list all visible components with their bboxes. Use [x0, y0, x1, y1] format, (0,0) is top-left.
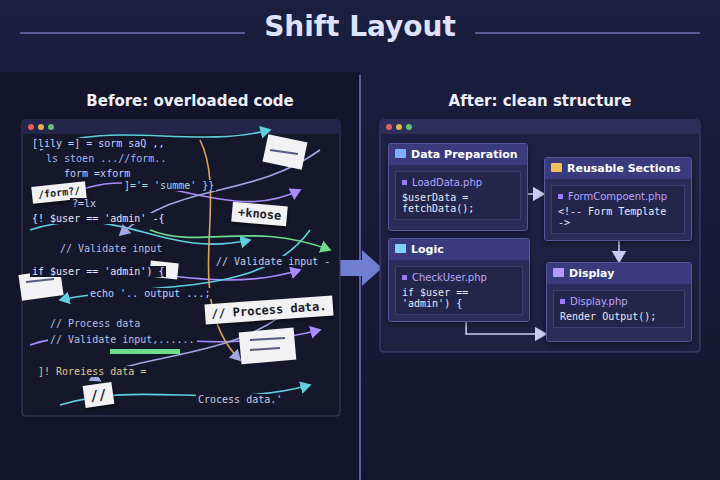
module-box: LogicCheckUser.php if $user == 'admin') {	[388, 238, 530, 322]
tangled-arrows	[30, 130, 330, 405]
shift-arrow	[335, 250, 382, 286]
code-line: form =xform	[62, 168, 132, 179]
module-icon	[553, 268, 564, 277]
file-name-text: Display.php	[570, 296, 628, 307]
code-line: [lily =] = sorm saQ ,,	[30, 138, 166, 149]
module-icon	[395, 244, 406, 253]
sticky-note: //	[83, 382, 115, 408]
title-rule	[475, 32, 700, 34]
file-name: LoadData.php	[402, 177, 514, 188]
code-line: // Validate input	[58, 243, 164, 254]
module-title-text: Display	[569, 267, 614, 280]
file-panel: CheckUser.php if $user == 'admin') {	[395, 266, 523, 315]
panel-heading: After: clean structure	[400, 92, 680, 110]
file-name-text: FormCompoent.php	[568, 191, 667, 202]
module-icon	[551, 163, 562, 172]
file-name-text: CheckUser.php	[412, 272, 487, 283]
code-line: ls stoen ...//form..	[44, 153, 168, 164]
code-snippet: if $user == 'admin') {	[402, 287, 516, 309]
title-rule	[20, 32, 245, 34]
file-name: Display.php	[560, 296, 678, 307]
code-line: ]! Roreiess data =	[36, 366, 148, 377]
module-title: Reusable Sections	[545, 158, 691, 179]
module-icon	[395, 149, 406, 158]
file-name: CheckUser.php	[402, 272, 516, 283]
code-line: // Process data	[48, 318, 142, 329]
file-panel: LoadData.php $userData = fetchData();	[395, 171, 521, 220]
divider	[359, 75, 361, 480]
file-name-text: LoadData.php	[412, 177, 482, 188]
window-bar	[380, 120, 700, 134]
file-bullet	[402, 180, 407, 185]
code-line: // Validate input,......	[48, 334, 197, 345]
code-snippet: $userData = fetchData();	[402, 192, 514, 214]
code-editor	[22, 120, 340, 416]
code-line: {! $user == 'admin' -{	[30, 213, 166, 224]
module-title-text: Logic	[411, 243, 444, 256]
code-snippet: Render Output();	[560, 311, 678, 322]
code-line: echo '.. output ...;	[88, 288, 212, 299]
file-panel: FormCompoent.php <!-- Form Template ->	[551, 185, 685, 234]
module-title-text: Data Preparation	[411, 148, 518, 161]
code-line: if $user == 'admin') {	[30, 266, 166, 277]
flow-arrow	[528, 193, 544, 195]
file-name: FormCompoent.php	[558, 191, 678, 202]
module-title: Data Preparation	[389, 144, 527, 165]
panel-heading: Before: overloaded code	[40, 92, 340, 110]
paper-notes	[18, 134, 307, 364]
module-title: Logic	[389, 239, 529, 260]
editor-bar	[22, 120, 340, 134]
code-line: Crocess data.'	[196, 394, 284, 405]
module-box: Reusable SectionsFormCompoent.php <!-- Fo…	[544, 157, 692, 241]
green-bar	[110, 349, 180, 354]
file-bullet	[558, 194, 563, 199]
module-title-text: Reusable Sections	[567, 162, 681, 175]
flow-arrow	[466, 322, 546, 334]
file-bullet	[560, 299, 565, 304]
file-panel: Display.phpRender Output();	[553, 290, 685, 328]
module-title: Display	[547, 263, 691, 284]
before-panel	[0, 72, 360, 480]
module-box: DisplayDisplay.phpRender Output();	[546, 262, 692, 342]
module-box: Data PreparationLoadData.php $userData = …	[388, 143, 528, 231]
code-snippet: <!-- Form Template ->	[558, 206, 678, 228]
diagram-title: Shift Layout	[0, 10, 720, 43]
code-line: // Validate input -	[214, 256, 332, 267]
flow-arrow	[618, 241, 620, 262]
code-line: ]='= 'summe' }}	[122, 180, 216, 191]
file-bullet	[402, 275, 407, 280]
code-line: ?=lx	[70, 198, 98, 209]
app-window	[380, 120, 700, 352]
